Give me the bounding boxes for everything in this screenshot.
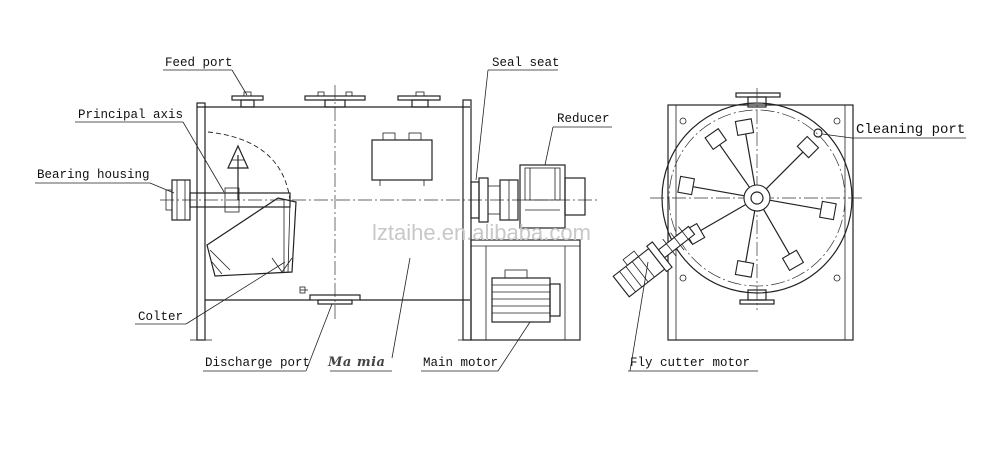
- end-view: [612, 88, 865, 341]
- top-port-right: [397, 91, 441, 108]
- watermark-text: lztaihe.en.alibaba.com: [372, 220, 591, 245]
- label-body-mark: Ma mia: [327, 355, 385, 370]
- frame-bolts: [679, 117, 841, 282]
- side-view: [160, 85, 600, 341]
- callout-body-mark: Ma mia: [327, 257, 411, 372]
- callout-feed-port: Feed port: [163, 56, 248, 96]
- callout-fly-cutter-motor: Fly cutter motor: [628, 261, 758, 372]
- callout-colter: Colter: [135, 261, 286, 325]
- label-feed-port: Feed port: [165, 56, 233, 70]
- callout-main-motor: Main motor: [421, 321, 531, 372]
- end-frame: [667, 104, 854, 341]
- label-discharge-port: Discharge port: [205, 356, 310, 370]
- label-principal-axis: Principal axis: [78, 108, 183, 122]
- callout-bearing-housing: Bearing housing: [35, 168, 175, 194]
- reducer: [519, 164, 586, 229]
- label-colter: Colter: [138, 310, 183, 324]
- callouts: Feed port Principal axis Bearing housing…: [35, 56, 966, 372]
- drum-hub: [743, 184, 771, 212]
- ribbon-arc: [207, 131, 291, 201]
- callout-discharge-port: Discharge port: [203, 303, 333, 372]
- fly-cutter-motor: [612, 225, 696, 298]
- top-port-middle: [304, 91, 366, 108]
- feed-port: [231, 91, 264, 108]
- callout-seal-seat: Seal seat: [475, 56, 560, 181]
- label-bearing-housing: Bearing housing: [37, 168, 150, 182]
- main-motor: [491, 269, 561, 323]
- discharge-port: [299, 286, 361, 305]
- label-reducer: Reducer: [557, 112, 610, 126]
- callout-reducer: Reducer: [544, 112, 612, 166]
- inspection-window: [371, 132, 433, 186]
- label-seal-seat: Seal seat: [492, 56, 560, 70]
- label-main-motor: Main motor: [423, 356, 498, 370]
- callout-principal-axis: Principal axis: [75, 108, 225, 193]
- label-fly-cutter-motor: Fly cutter motor: [630, 356, 750, 370]
- cleaning-port: [813, 128, 823, 138]
- drive-frame: [470, 228, 581, 341]
- label-cleaning-port: Cleaning port: [856, 122, 965, 138]
- coupling: [499, 179, 519, 221]
- colter: [206, 197, 297, 277]
- seal-seat: [470, 177, 501, 223]
- callout-cleaning-port: Cleaning port: [821, 122, 966, 139]
